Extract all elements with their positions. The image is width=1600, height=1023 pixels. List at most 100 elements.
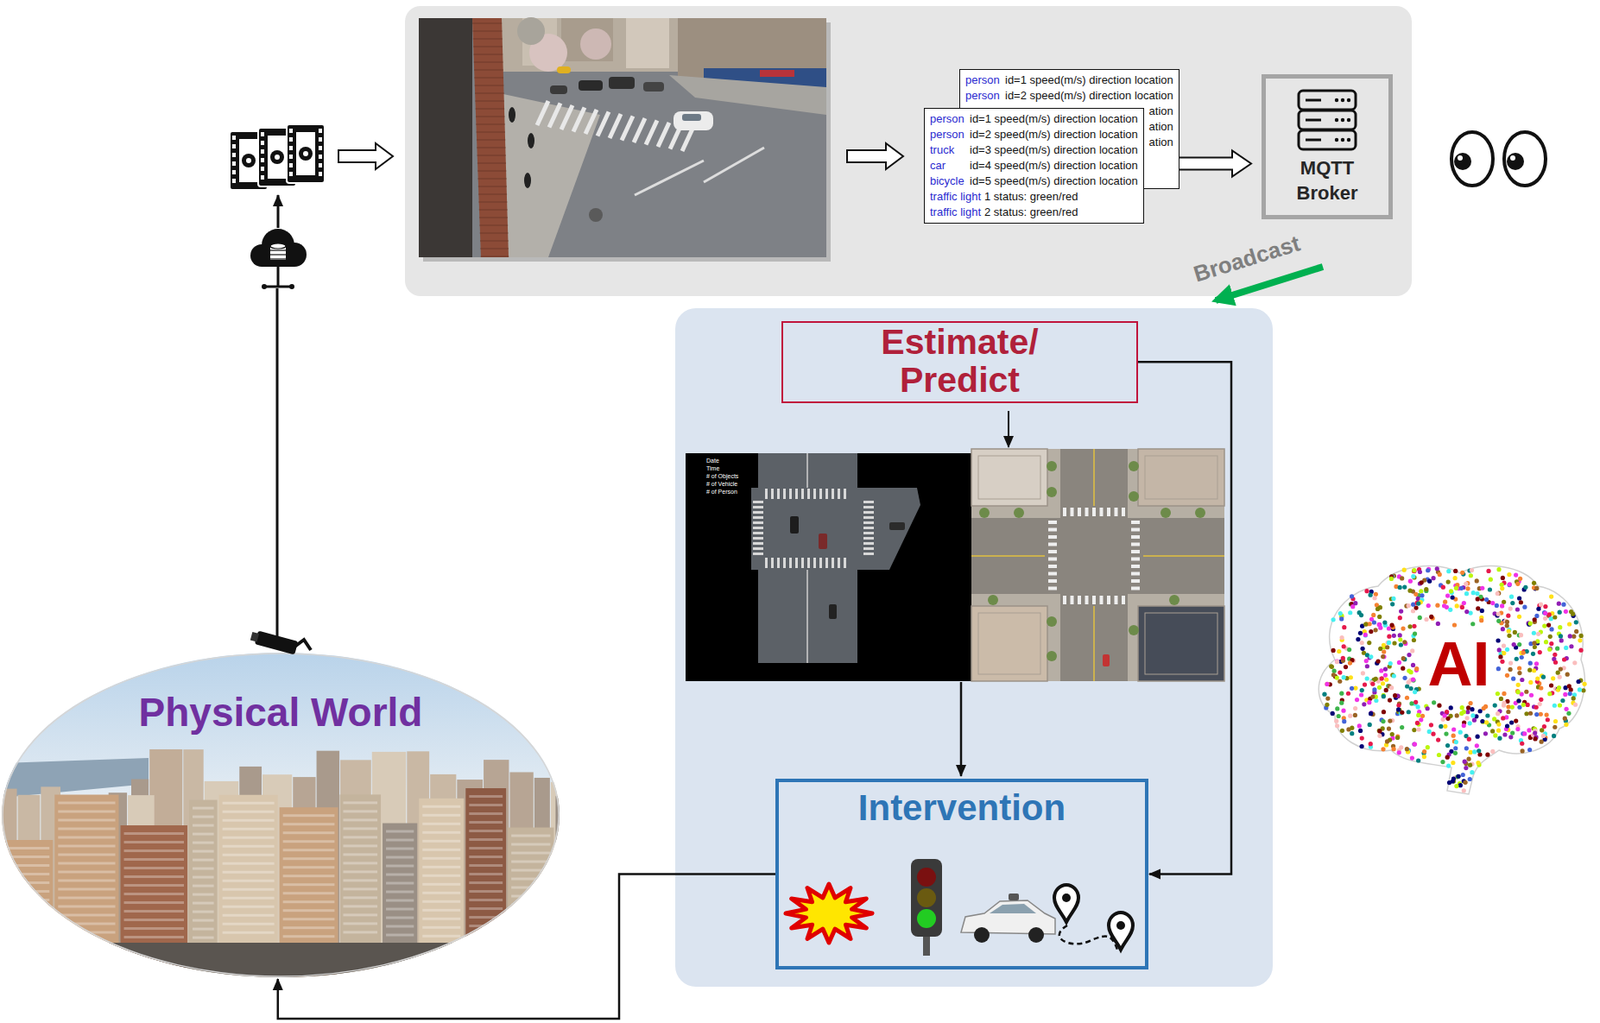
digital-twin-render [1048,535,1057,539]
aerial-view [790,516,799,534]
world-ellipse-outline [1,898,50,902]
ai-brain-outline [1397,632,1403,638]
ai-brain-outline [1416,727,1421,732]
ai-brain-outline [1467,720,1473,726]
video-icon [267,135,287,179]
uplink-line [276,288,279,637]
world-ellipse-outline [342,904,378,908]
ai-brain-outline [1505,647,1510,652]
ai-brain-outline [1472,749,1477,754]
ai-brain-outline [1324,702,1329,708]
ai-brain-outline [1552,703,1557,709]
ai-brain-outline [1431,700,1436,705]
ai-brain-outline [1381,649,1386,654]
digital-twin-render [1131,564,1140,569]
ai-brain-outline [1427,729,1432,734]
ai-brain-outline [1391,596,1396,601]
world-ellipse-outline [222,879,275,883]
ai-brain-outline [1408,579,1413,584]
ai-brain-outline [1391,633,1397,639]
ai-brain-outline [1349,726,1354,731]
node-label: Physical World [139,689,424,737]
observer-eyes [1457,155,1463,161]
ai-brain-outline [1353,600,1358,606]
ai-brain-outline [1510,730,1515,735]
ai-brain-outline [1372,595,1377,601]
ai-brain-outline [1417,615,1423,620]
server-icon [1340,118,1345,122]
ai-brain-outline [1552,614,1557,620]
server-icon [1305,119,1322,122]
ai-brain-outline [1475,606,1480,611]
world-ellipse-outline [57,853,115,856]
ai-brain-outline [1536,632,1541,637]
ai-brain-outline [1484,720,1489,725]
world-ellipse-outline [57,801,115,804]
ai-brain-outline [1553,660,1558,665]
ai-brain-outline [1410,602,1416,608]
ai-brain-outline [1384,739,1390,744]
world-ellipse-outline [57,879,115,882]
world-ellipse-outline [342,887,378,891]
ai-brain-outline [1318,566,1585,795]
ai-brain-outline [1525,702,1531,708]
ai-brain-outline [1534,613,1539,619]
world-ellipse-outline [124,935,184,939]
camera-frame [682,126,694,152]
ai-brain-outline [1565,672,1570,677]
ai-brain-outline [1516,683,1521,688]
ai-brain-outline [1464,746,1469,751]
ai-brain-outline [1474,578,1480,583]
ai-brain-outline [1543,610,1548,615]
ai-brain-outline [1505,619,1510,625]
world-ellipse-outline [422,874,461,878]
digital-twin-render [979,507,990,519]
ai-brain-outline [1411,638,1417,643]
world-ellipse-outline [558,923,560,927]
ai-brain-outline [1563,722,1569,728]
ai-brain-outline [1446,579,1451,584]
aerial-view [863,526,874,530]
ai-brain-outline [1568,691,1573,696]
world-ellipse-outline [1,864,50,867]
ai-brain-outline [1368,629,1373,634]
world-ellipse-outline [468,898,503,902]
ai-brain-outline [1372,619,1377,625]
ai-brain-outline [1397,750,1402,755]
ai-brain-outline [1556,685,1562,690]
ai-brain-outline [1552,725,1557,730]
ai-brain-outline [1371,613,1376,618]
ai-brain-outline [1410,648,1415,653]
ai-brain-outline [1527,747,1532,753]
world-ellipse-outline [511,852,551,855]
ai-brain-outline [1505,613,1511,619]
ai-brain-outline [1548,634,1553,639]
world-ellipse-outline [511,921,551,924]
video-icon [270,150,285,165]
ai-brain-outline [1510,600,1515,606]
ai-brain-outline [1325,695,1330,701]
record-fields: ation [1149,119,1174,135]
ai-brain-outline [1524,711,1529,716]
world-ellipse-outline [1,855,50,859]
ai-brain-outline [1467,737,1472,742]
ai-brain-outline [1549,626,1554,632]
ai-brain-outline [1334,706,1340,711]
aerial-view [837,488,841,500]
digital-twin-render [1114,507,1119,517]
record-fields: ation [1149,103,1174,120]
node-label: AI [1428,632,1491,696]
world-ellipse-outline [222,862,275,866]
ai-brain-outline [1517,670,1522,676]
video-icon [286,124,325,184]
world-ellipse-outline [558,898,560,901]
world-ellipse-outline [283,814,336,817]
ai-brain-outline [1537,650,1543,655]
ai-brain-outline [1479,719,1485,724]
digital-twin-render [1092,507,1096,517]
aerial-view [752,500,764,504]
video-icon [232,161,236,166]
digital-twin-render [1128,625,1139,636]
server-icon [1305,99,1322,102]
world-ellipse-outline [385,899,414,903]
